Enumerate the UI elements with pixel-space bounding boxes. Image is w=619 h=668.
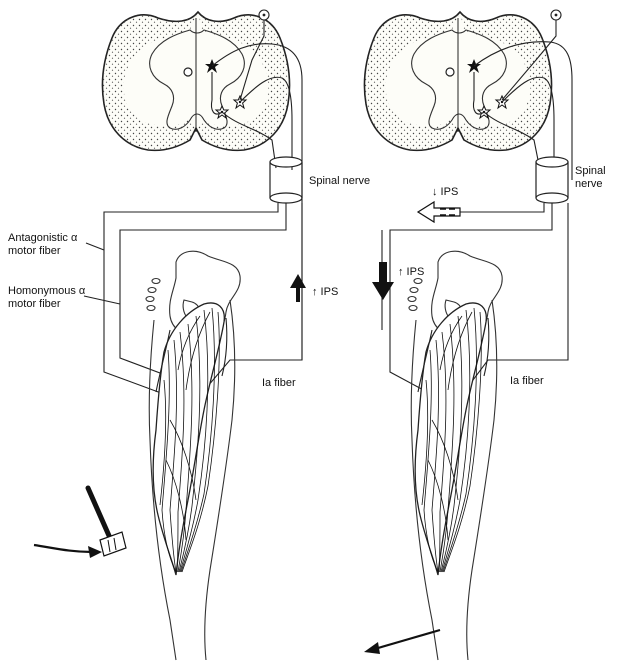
right-ips-down-label: ↓ IPS (432, 186, 459, 198)
right-ia-fiber-label: Ia fiber (510, 375, 544, 387)
leg-muscle-drawing (407, 250, 503, 661)
strike-arrow-icon (33, 543, 102, 558)
ips-down-arrow-icon (416, 200, 461, 224)
electrode-icon (501, 9, 562, 101)
electrode-icon (239, 9, 270, 101)
left-spinal-nerve-label: Spinal nerve (309, 175, 371, 187)
spinal-nerve-cylinder (535, 156, 569, 204)
right-ips-up-label: ↑ IPS (398, 266, 425, 278)
leg-muscle-drawing (145, 250, 241, 661)
spinal-cord-cross-section (101, 11, 291, 152)
leg-movement-arrow-icon (364, 628, 441, 654)
left-ia-fiber-label: Ia fiber (262, 377, 296, 389)
right-panel (363, 9, 573, 661)
spinal-nerve-cylinder (269, 156, 303, 204)
ips-up-arrow-icon (290, 274, 306, 302)
left-ips-label: ↑ IPS (312, 286, 339, 298)
homonymous-motor-fiber-label: Homonymous α motor fiber (8, 285, 86, 310)
antagonistic-motor-fiber-label: Antagonistic α motor fiber (8, 232, 78, 257)
reflex-hammer-icon[interactable] (85, 485, 127, 557)
left-panel (33, 9, 306, 661)
right-spinal-nerve-label: Spinal nerve (575, 165, 606, 190)
ips-up-arrow-icon (372, 262, 394, 300)
spinal-cord-cross-section (363, 11, 553, 152)
